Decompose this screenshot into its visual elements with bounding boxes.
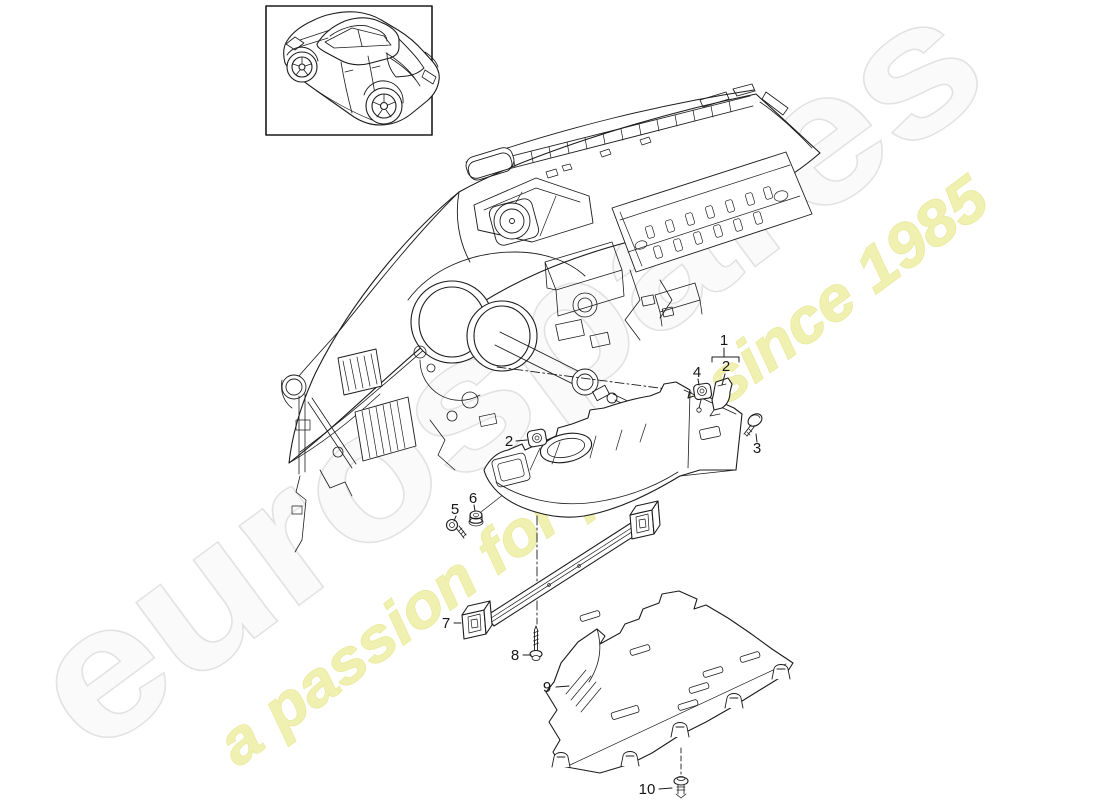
callout-label-10: 10 [639,781,656,798]
callout-label-3: 3 [753,440,761,457]
vehicle-inset [265,5,440,136]
car-illustration [283,11,440,126]
bolt-part-8 [529,625,543,661]
leader-2-left [515,439,528,442]
screw-part-3 [743,413,763,437]
callout-label-2-bracket: 2 [722,358,730,375]
leader-9 [555,685,570,688]
drawing-layer [265,5,821,799]
lower-panel-part-9 [545,590,794,774]
crossbar-right-endcap [629,500,661,540]
callout-label-6: 6 [469,490,477,507]
leader-2-bracket [721,373,726,386]
screw-part-5 [445,518,467,539]
clip-part-2 [526,428,548,448]
center-stack-guts [544,241,703,349]
nut-part-6 [468,510,484,527]
leader-5 [453,515,457,522]
dashboard-drawing [281,83,821,553]
leader-10 [658,787,673,790]
rivet-part-10 [673,776,689,799]
callout-label-8: 8 [511,647,519,664]
leader-4 [697,378,700,386]
callout-label-2: 2 [505,433,513,450]
car-rear-wheel [365,87,403,125]
top-speaker-grille [465,147,515,181]
crossbar-left-endcap [461,600,493,640]
callout-label-1: 1 [720,332,728,349]
dash-frame-band [611,151,813,273]
callout-label-7: 7 [442,615,450,632]
callout-label-4: 4 [693,364,701,381]
leader-6 [473,504,476,512]
callout-labels: 1 2 4 3 2 5 6 7 8 9 10 [442,332,761,798]
crossbar-part-7 [461,500,661,640]
bracket-1-2 [711,356,740,363]
callout-label-9: 9 [543,679,551,696]
clip-part-4 [693,382,713,413]
callout-leaders [453,347,758,790]
construction-lines [480,366,737,775]
instrument-cluster [407,251,586,372]
callout-label-5: 5 [451,501,459,518]
panel-clip-towers [551,664,791,768]
car-front-wheel [286,51,318,83]
leader-3 [755,433,758,443]
dash-left-end [281,191,498,553]
cluster-hood-opening [473,177,594,246]
